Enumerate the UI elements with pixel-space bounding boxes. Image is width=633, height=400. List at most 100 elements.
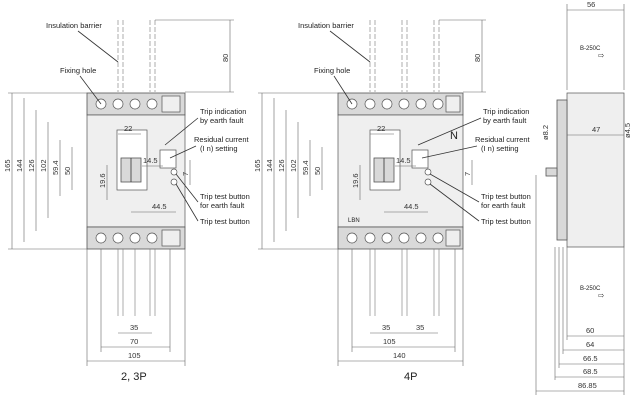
mid-callout-trip-indication-1: Trip indication: [483, 107, 529, 116]
left-callout-insulation-barrier: Insulation barrier: [46, 21, 102, 30]
mid-dim-7: 7: [463, 172, 472, 176]
left-test-button-earth: [170, 168, 178, 176]
left-callout-trip-test: Trip test button: [200, 217, 250, 226]
mid-caption: 4P: [404, 371, 417, 383]
left-dim-105: 105: [128, 351, 141, 360]
left-leader-line: [175, 173, 199, 203]
left-bottom-terminal: [112, 232, 124, 244]
side-view: 56 B-250C ⇨ 47 ø8.2 ø4.5 B-250C ⇨ 60 64 …: [535, 0, 632, 395]
mid-dim-14-5: 14.5: [396, 156, 411, 165]
mid-leader-line: [417, 117, 482, 146]
left-caption: 2, 3P: [121, 371, 147, 383]
left-bottom-terminal: [95, 232, 107, 244]
left-leader-line: [175, 183, 199, 222]
mid-bottom-terminal: [364, 232, 376, 244]
mid-test-button: [424, 178, 432, 186]
mid-test-button-earth: [424, 168, 432, 176]
left-dim-102: 102: [39, 159, 48, 172]
side-dim-56: 56: [587, 0, 595, 9]
mid-callout-trip-test: Trip test button: [481, 217, 531, 226]
mid-dim-102: 102: [289, 159, 298, 172]
mid-dim-44-5: 44.5: [404, 202, 419, 211]
side-dim-8-2: ø8.2: [541, 125, 550, 140]
mid-callout-residual-2: (I n) setting: [481, 144, 519, 153]
left-dim-22: 22: [124, 124, 132, 133]
left-dim-165: 165: [3, 159, 12, 172]
mid-dim-35a: 35: [382, 323, 390, 332]
mid-callout-trip-indication-2: by earth fault: [483, 116, 527, 125]
left-dim-14-5: 14.5: [143, 156, 158, 165]
mid-leader-line: [429, 183, 480, 222]
left-dim-80: 80: [221, 54, 230, 62]
mid-neutral-label: N: [450, 130, 458, 142]
mid-setting-panel: [411, 149, 429, 169]
side-dim-66-5: 66.5: [583, 354, 598, 363]
left-dim-70: 70: [130, 337, 138, 346]
mid-leader-line: [421, 145, 478, 159]
mid-dim-19-6: 19.6: [351, 173, 360, 188]
mid-dim-59-4: 59.4: [301, 160, 310, 175]
side-dim-86-85: 86.85: [578, 381, 597, 390]
mid-bottom-terminal: [415, 232, 427, 244]
mid-callout-residual-1: Residual current: [475, 135, 531, 144]
left-callout-trip-test-earth-2: for earth fault: [200, 201, 245, 210]
mid-dim-35b: 35: [416, 323, 424, 332]
left-dim-19-6: 19.6: [98, 173, 107, 188]
mid-badge: LBN: [348, 218, 360, 224]
left-dim-59-4: 59.4: [51, 160, 60, 175]
mid-top-terminal: [381, 98, 393, 110]
mid-dim-144: 144: [265, 159, 274, 172]
left-leader-line: [79, 75, 102, 105]
left-bottom-terminal: [129, 232, 141, 244]
mid-bottom-terminal: [381, 232, 393, 244]
mid-dim-50: 50: [313, 167, 322, 175]
side-dim-68-5: 68.5: [583, 367, 598, 376]
side-dim-47: 47: [592, 125, 600, 134]
mid-callout-fixing-hole: Fixing hole: [314, 66, 350, 75]
left-leader-line: [169, 145, 197, 159]
mid-leader-line: [429, 173, 480, 203]
mid-breaker-body: [337, 114, 464, 228]
left-bottom-terminal: [146, 232, 158, 244]
mid-dim-165: 165: [253, 159, 262, 172]
left-dim-35: 35: [130, 323, 138, 332]
left-callout-residual-1: Residual current: [194, 135, 250, 144]
mid-callout-trip-test-earth-1: Trip test button: [481, 192, 531, 201]
left-dim-144: 144: [15, 159, 24, 172]
side-dim-60: 60: [586, 326, 594, 335]
left-callout-trip-indication-1: Trip indication: [200, 107, 246, 116]
side-label-top: B-250C: [580, 46, 601, 52]
side-front-cover: [556, 99, 568, 241]
mid-top-terminal: [364, 98, 376, 110]
left-callout-fixing-hole: Fixing hole: [60, 66, 96, 75]
mid-leader-line: [329, 30, 371, 63]
side-arrow-bottom: ⇨: [598, 291, 604, 300]
mid-top-terminal-cap: [445, 95, 461, 113]
mid-dim-105: 105: [383, 337, 396, 346]
side-body: [566, 92, 625, 248]
left-callout-residual-2: (I n) setting: [200, 144, 238, 153]
mid-top-terminal: [432, 98, 444, 110]
mid-top-terminal: [398, 98, 410, 110]
mid-callout-insulation-barrier: Insulation barrier: [298, 21, 354, 30]
left-callout-trip-indication-2: by earth fault: [200, 116, 244, 125]
mid-bottom-terminal: [398, 232, 410, 244]
left-breaker-view: 165 144 126 102 59.4 50 19.6 80 7 22 14.…: [3, 19, 250, 383]
mid-bottom-terminal: [346, 232, 358, 244]
left-top-terminal: [129, 98, 141, 110]
side-handle: [545, 167, 558, 177]
left-dim-7: 7: [181, 172, 190, 176]
left-top-terminal: [112, 98, 124, 110]
left-dim-50: 50: [63, 167, 72, 175]
mid-dim-140: 140: [393, 351, 406, 360]
side-label-bottom: B-250C: [580, 286, 601, 292]
left-dim-44-5: 44.5: [152, 202, 167, 211]
side-dim-64: 64: [586, 340, 594, 349]
mid-leader-line: [333, 75, 353, 105]
mid-bottom-terminal-cap: [445, 229, 461, 247]
mid-dim-80: 80: [473, 54, 482, 62]
mid-bottom-terminal: [432, 232, 444, 244]
side-arrow-top: ⇨: [598, 51, 604, 60]
